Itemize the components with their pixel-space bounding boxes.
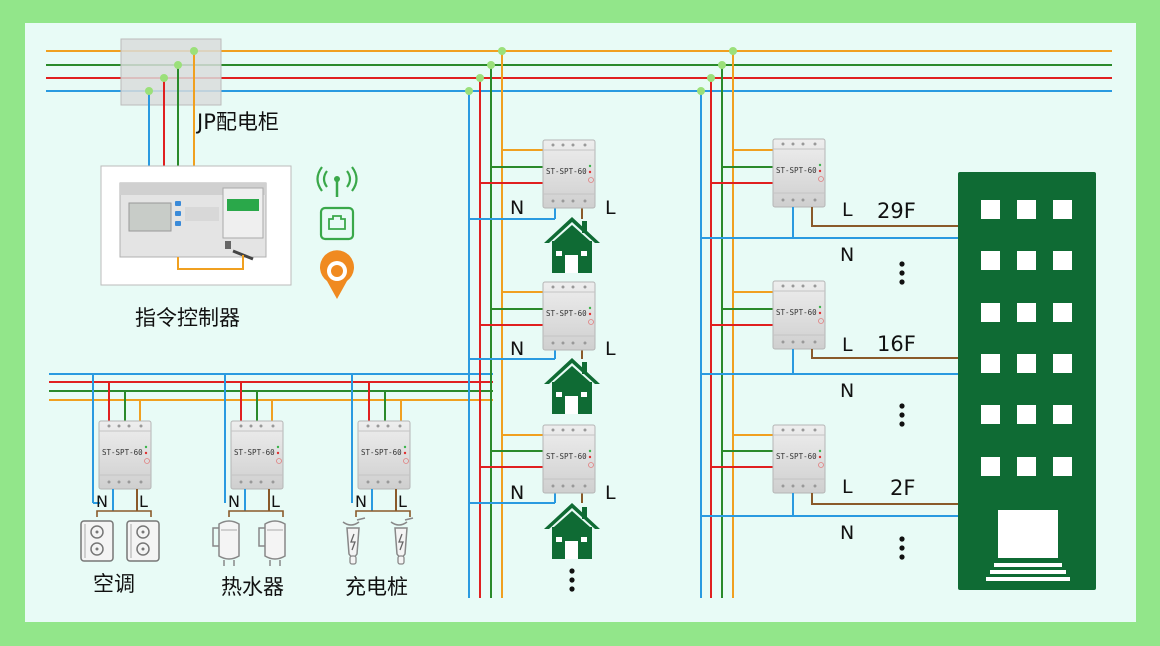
building-risers xyxy=(697,47,737,598)
floor-unit-16f: ST-SPT-60 L N 16F xyxy=(701,280,958,427)
live-label: L xyxy=(842,476,853,498)
live-label: L xyxy=(605,482,616,504)
device-model-label: ST-SPT-60 xyxy=(234,448,275,457)
charging-pile-label: 充电桩 xyxy=(345,575,408,599)
ethernet-port-icon xyxy=(319,206,355,241)
water-heater-icon xyxy=(212,520,240,567)
neutral-label: N xyxy=(840,522,854,544)
floor-label-16f: 16F xyxy=(877,332,916,356)
diagram-panel: JP配电柜 指令控制器 xyxy=(25,23,1136,622)
device-model-label: ST-SPT-60 xyxy=(776,166,817,175)
device-model-label: ST-SPT-60 xyxy=(776,308,817,317)
live-label: L xyxy=(398,492,407,511)
device-model-label: ST-SPT-60 xyxy=(776,452,817,461)
device-model-label: ST-SPT-60 xyxy=(546,167,587,176)
controller-label: 指令控制器 xyxy=(135,306,240,330)
neutral-label: N xyxy=(510,482,524,504)
house-unit-2: ST-SPT-60 N L xyxy=(469,281,616,414)
branch-charging-pile: ST-SPT-60 N L 充电桩 xyxy=(342,374,414,599)
neutral-label: N xyxy=(510,338,524,360)
more-floors-ellipsis xyxy=(899,536,905,560)
floor-unit-2f: ST-SPT-60 L N 2F xyxy=(701,424,958,560)
branch-air-conditioner: ST-SPT-60 N L 空调 xyxy=(80,374,160,596)
neutral-label: N xyxy=(96,492,108,511)
water-heater-label: 热水器 xyxy=(221,575,284,599)
live-label: L xyxy=(139,492,148,511)
house-icon xyxy=(544,358,600,414)
live-label: L xyxy=(271,492,280,511)
air-conditioner-label: 空调 xyxy=(93,572,135,596)
jp-cabinet-label: JP配电柜 xyxy=(195,110,279,134)
live-label: L xyxy=(605,197,616,219)
building-icon xyxy=(958,172,1096,590)
location-pin-icon xyxy=(320,250,354,299)
water-heater-icon xyxy=(258,520,286,567)
branch-water-heater: ST-SPT-60 N L 热水器 xyxy=(212,374,286,599)
power-distribution-diagram: JP配电柜 指令控制器 xyxy=(46,38,1112,599)
neutral-label: N xyxy=(228,492,240,511)
house-icon xyxy=(544,503,600,559)
scooter-charging-icon xyxy=(390,517,414,565)
house-risers xyxy=(465,47,506,598)
air-conditioner-icon xyxy=(80,520,114,562)
device-model-label: ST-SPT-60 xyxy=(546,309,587,318)
house-icon xyxy=(544,217,600,273)
wireless-antenna-icon xyxy=(316,166,358,197)
more-floors-ellipsis xyxy=(899,261,905,285)
floor-label-2f: 2F xyxy=(890,476,915,500)
scooter-charging-icon xyxy=(342,517,366,565)
device-model-label: ST-SPT-60 xyxy=(102,448,143,457)
air-conditioner-icon xyxy=(126,520,160,562)
floor-label-29f: 29F xyxy=(877,199,916,223)
device-model-label: ST-SPT-60 xyxy=(361,448,402,457)
device-model-label: ST-SPT-60 xyxy=(546,452,587,461)
house-unit-3: ST-SPT-60 N L xyxy=(469,424,616,559)
live-label: L xyxy=(605,338,616,360)
main-bus-top xyxy=(46,50,1112,92)
more-floors-ellipsis xyxy=(899,403,905,427)
floor-unit-29f: ST-SPT-60 L N 29F xyxy=(701,138,958,285)
neutral-label: N xyxy=(840,244,854,266)
controller-device xyxy=(100,165,292,286)
neutral-label: N xyxy=(510,197,524,219)
live-label: L xyxy=(842,334,853,356)
more-units-ellipsis xyxy=(569,568,575,592)
lower-left-bus xyxy=(49,373,493,401)
neutral-label: N xyxy=(840,380,854,402)
house-unit-1: ST-SPT-60 N L xyxy=(469,139,616,273)
jp-cabinet xyxy=(120,38,222,173)
live-label: L xyxy=(842,199,853,221)
neutral-label: N xyxy=(355,492,367,511)
